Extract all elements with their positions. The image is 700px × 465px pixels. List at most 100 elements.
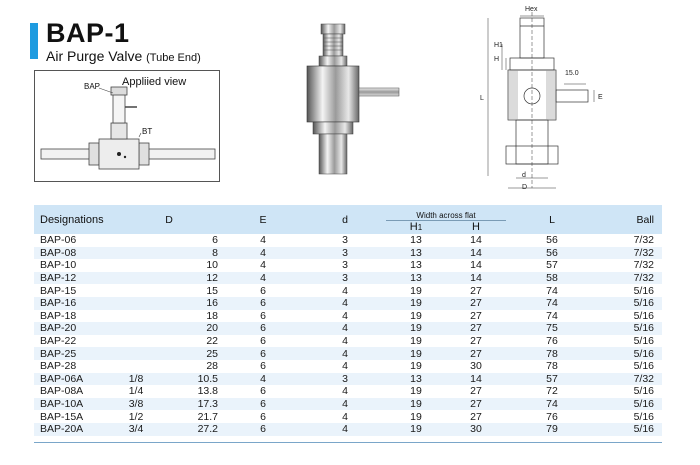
cell-d: 3	[304, 271, 386, 285]
cell-d: 4	[304, 397, 386, 411]
cell-d: 25	[156, 347, 222, 360]
header-L: L	[506, 205, 598, 234]
cell-ball: 5/16	[598, 359, 662, 373]
cell-ball: 7/32	[598, 372, 662, 386]
cell-e: 6	[222, 322, 304, 335]
cell-p1: 1/8	[116, 372, 156, 386]
dim-15: 15.0	[565, 70, 579, 77]
cell-h1: 13	[386, 234, 446, 247]
applied-view-box	[34, 70, 220, 182]
table-header-row: Designations D E d Width across flat L B…	[34, 205, 662, 234]
cell-name: BAP-22	[34, 334, 116, 348]
technical-drawing	[487, 12, 595, 189]
cell-h: 14	[446, 271, 506, 285]
cell-d: 21.7	[156, 410, 222, 423]
cell-ball: 7/32	[598, 234, 662, 247]
cell-h1: 19	[386, 385, 446, 398]
dim-e: E	[598, 94, 603, 101]
dim-h: H	[494, 56, 500, 63]
cell-h1: 19	[386, 334, 446, 348]
cell-h: 27	[446, 296, 506, 310]
page-subtitle: Air Purge Valve (Tube End)	[46, 48, 201, 64]
cell-name: BAP-06	[34, 234, 116, 247]
cell-l: 57	[506, 372, 598, 386]
cell-h: 14	[446, 234, 506, 247]
cell-d: 3	[304, 234, 386, 247]
cell-d: 20	[156, 322, 222, 335]
cell-name: BAP-25	[34, 347, 116, 360]
cell-d: 10.5	[156, 372, 222, 386]
cell-h1: 19	[386, 296, 446, 310]
cell-ball: 5/16	[598, 334, 662, 348]
subtitle-note: (Tube End)	[146, 52, 201, 64]
cell-p1	[116, 296, 156, 310]
cell-h1: 13	[386, 259, 446, 272]
cell-d: 4	[304, 309, 386, 323]
cell-e: 6	[222, 309, 304, 323]
cell-e: 6	[222, 334, 304, 348]
cell-ball: 5/16	[598, 410, 662, 423]
dim-l: L	[480, 95, 484, 102]
cell-name: BAP-15A	[34, 410, 116, 423]
applied-view-title: Appliied view	[122, 76, 187, 88]
spec-table: Designations D E d Width across flat L B…	[34, 205, 662, 436]
cell-name: BAP-20	[34, 322, 116, 335]
cell-h1: 19	[386, 309, 446, 323]
cell-e: 6	[222, 385, 304, 398]
product-photo	[306, 23, 400, 175]
cell-d: 18	[156, 309, 222, 323]
cell-h1: 19	[386, 397, 446, 411]
cell-p1	[116, 284, 156, 297]
cell-p1: 1/2	[116, 410, 156, 423]
cell-ball: 5/16	[598, 296, 662, 310]
cell-l: 56	[506, 234, 598, 247]
cell-h: 27	[446, 334, 506, 348]
cell-d: 4	[304, 410, 386, 423]
cell-ball: 5/16	[598, 309, 662, 323]
cell-l: 76	[506, 334, 598, 348]
cell-e: 6	[222, 284, 304, 297]
cell-d: 4	[304, 385, 386, 398]
cell-l: 74	[506, 284, 598, 297]
applied-view-illustration	[40, 86, 216, 170]
cell-ball: 7/32	[598, 259, 662, 272]
cell-e: 4	[222, 271, 304, 285]
cell-name: BAP-08A	[34, 385, 116, 398]
cell-p1	[116, 271, 156, 285]
cell-h: 14	[446, 372, 506, 386]
cell-name: BAP-18	[34, 309, 116, 323]
cell-h1: 19	[386, 322, 446, 335]
cell-d: 3	[304, 372, 386, 386]
header-D: D	[116, 205, 222, 234]
cell-d: 10	[156, 259, 222, 272]
dim-d-big: D	[522, 184, 528, 191]
cell-d: 15	[156, 284, 222, 297]
cell-l: 78	[506, 359, 598, 373]
cell-l: 74	[506, 296, 598, 310]
cell-l: 58	[506, 271, 598, 285]
cell-e: 4	[222, 259, 304, 272]
cell-p1: 3/8	[116, 397, 156, 411]
cell-ball: 5/16	[598, 422, 662, 436]
header-E: E	[222, 205, 304, 234]
cell-l: 75	[506, 322, 598, 335]
cell-e: 6	[222, 347, 304, 360]
header-designations: Designations	[34, 205, 116, 234]
cell-h1: 19	[386, 284, 446, 297]
cell-h1: 19	[386, 422, 446, 436]
cell-h1: 19	[386, 410, 446, 423]
cell-h1: 13	[386, 246, 446, 260]
cell-d: 6	[156, 234, 222, 247]
cell-e: 6	[222, 410, 304, 423]
header-H1-sub: 1	[417, 223, 423, 233]
cell-l: 72	[506, 385, 598, 398]
cell-h: 27	[446, 397, 506, 411]
cell-d: 16	[156, 296, 222, 310]
